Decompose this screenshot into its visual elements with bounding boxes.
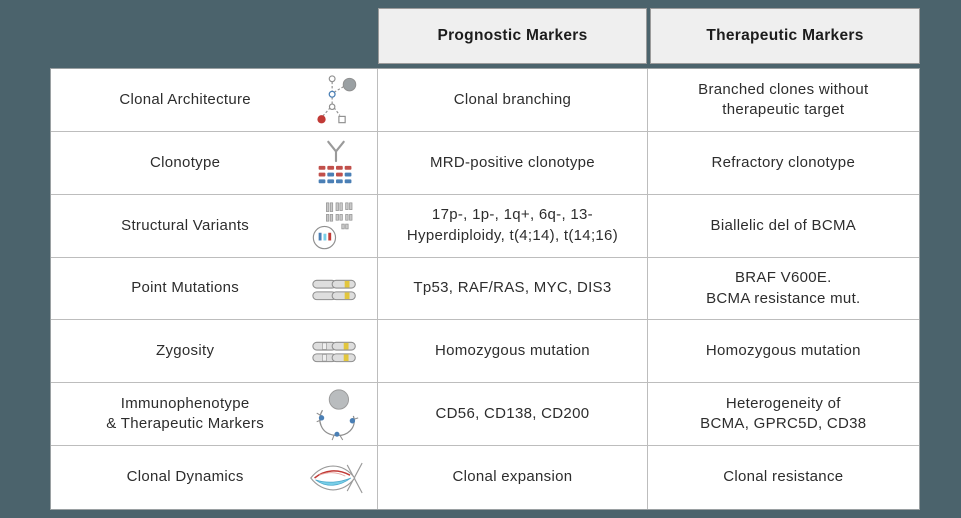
therapeutic-cell: Heterogeneity of BCMA, GPRC5D, CD38 <box>647 383 919 447</box>
table-row: Point Mutations Tp53, RAF/RAS, MYC, <box>51 257 919 321</box>
clonal-dynamics-icon <box>305 450 367 506</box>
row-label-cell: Structural Variants <box>51 194 379 258</box>
table-row: Zygosity <box>51 320 919 384</box>
row-label-cell: Zygosity <box>51 320 379 384</box>
structural-variants-icon <box>305 198 367 254</box>
prognostic-cell: Homozygous mutation <box>378 320 648 384</box>
table-row: Structural Variants <box>51 194 919 258</box>
immunophenotype-icon <box>305 386 367 442</box>
clonal-architecture-icon <box>305 72 367 128</box>
zygosity-icon <box>305 323 367 379</box>
therapeutic-cell: Homozygous mutation <box>647 320 919 384</box>
row-label: Structural Variants <box>121 216 250 234</box>
prognostic-cell: Tp53, RAF/RAS, MYC, DIS3 <box>378 257 648 321</box>
prognostic-cell: MRD-positive clonotype <box>378 131 648 195</box>
row-label: Clonal Dynamics <box>126 468 244 486</box>
prognostic-cell: Clonal expansion <box>378 446 648 510</box>
prognostic-markers-header-label: Prognostic Markers <box>437 27 588 44</box>
therapeutic-markers-header: Therapeutic Markers <box>650 8 920 64</box>
clonotype-icon <box>305 135 367 191</box>
row-label: Clonotype <box>150 153 221 171</box>
table-row: Clonal Dynamics Clonal expansion Clonal … <box>51 446 919 510</box>
row-label: Clonal Architecture <box>119 90 251 108</box>
table-row: Clonal Architecture Clonal b <box>51 69 919 132</box>
therapeutic-cell: Clonal resistance <box>723 468 844 486</box>
therapeutic-cell: Biallelic del of BCMA <box>647 195 919 258</box>
therapeutic-cell: Refractory clonotype <box>647 132 919 195</box>
prognostic-cell: CD56, CD138, CD200 <box>378 383 648 447</box>
prognostic-cell: Clonal branching <box>378 69 648 132</box>
point-mutations-icon <box>305 261 367 317</box>
therapeutic-markers-header-label: Therapeutic Markers <box>706 27 864 44</box>
row-label-cell: Clonotype <box>51 131 379 195</box>
markers-table: Clonal Architecture Clonal b <box>50 68 920 510</box>
row-label: Point Mutations <box>131 279 240 297</box>
row-label-cell: Clonal Dynamics <box>51 446 379 510</box>
prognostic-markers-header: Prognostic Markers <box>378 8 647 64</box>
table-row: Immunophenotype & Therapeutic Markers CD… <box>51 383 919 447</box>
row-label: Immunophenotype & Therapeutic Markers <box>106 394 264 433</box>
therapeutic-cell: BRAF V600E. BCMA resistance mut. <box>647 258 919 321</box>
row-label-cell: Immunophenotype & Therapeutic Markers <box>51 383 379 447</box>
row-label-cell: Point Mutations <box>51 257 379 321</box>
row-label: Zygosity <box>156 342 215 360</box>
row-label-cell: Clonal Architecture <box>51 69 379 132</box>
table-row: Clonotype <box>51 131 919 195</box>
prognostic-cell: 17p-, 1p-, 1q+, 6q-, 13- Hyperdiploidy, … <box>378 194 648 258</box>
therapeutic-cell: Branched clones without therapeutic targ… <box>647 69 919 132</box>
